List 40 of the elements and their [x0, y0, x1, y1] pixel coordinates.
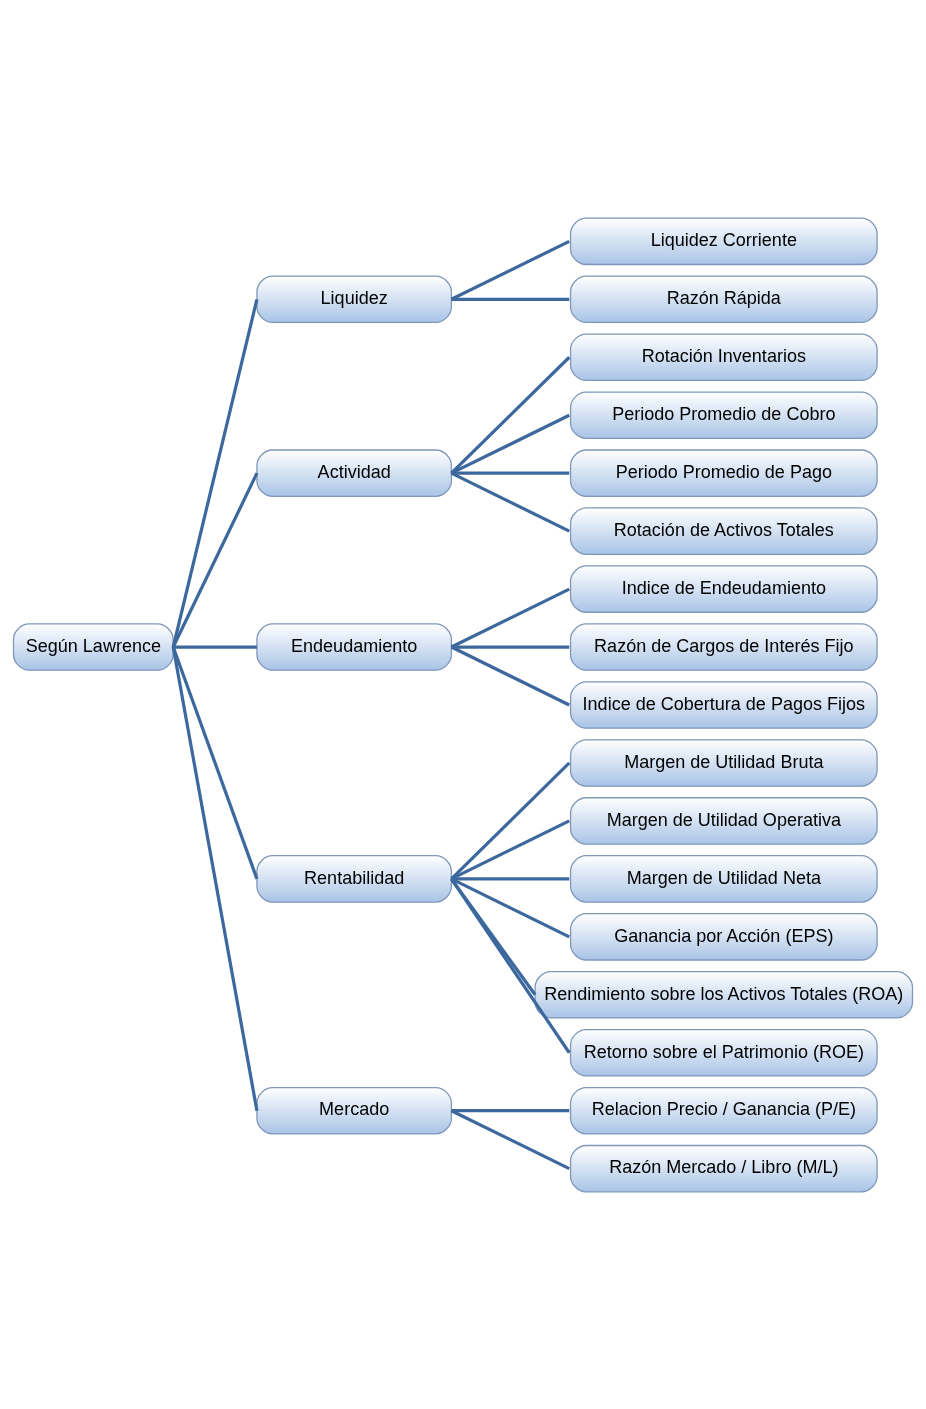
- connector: [450, 239, 570, 301]
- node-box: Retorno sobre el Patrimonio (ROE): [569, 1028, 878, 1077]
- connector: [450, 645, 570, 706]
- connector: [450, 355, 571, 474]
- node-box: Liquidez Corriente: [569, 217, 878, 265]
- node-box: Indice de Endeudamiento: [569, 564, 878, 613]
- connector: [450, 818, 570, 880]
- connector: [171, 646, 259, 1111]
- node-box: Ganancia por Acción (EPS): [569, 912, 878, 961]
- connector: [451, 1108, 570, 1112]
- connector: [450, 471, 570, 533]
- node-box: Periodo Promedio de Pago: [569, 448, 878, 497]
- node-box: Actividad: [256, 448, 453, 497]
- node-box: Indice de Cobertura de Pagos Fijos: [569, 680, 878, 729]
- node-box: Según Lawrence: [12, 622, 174, 671]
- connector: [171, 646, 259, 879]
- connector: [450, 413, 570, 475]
- node-box: Margen de Utilidad Operativa: [569, 796, 878, 845]
- connector: [450, 587, 570, 648]
- node-box: Razón Mercado / Libro (M/L): [569, 1144, 878, 1192]
- node-box: Razón Rápida: [569, 274, 878, 323]
- node-box: Margen de Utilidad Neta: [569, 854, 878, 903]
- node-box: Periodo Promedio de Cobro: [569, 390, 878, 439]
- connector: [450, 1108, 570, 1170]
- node-box: Rotación Inventarios: [569, 332, 878, 381]
- node-box: Rendimiento sobre los Activos Totales (ROA): [534, 970, 914, 1019]
- node-box: Margen de Utilidad Bruta: [569, 738, 878, 787]
- connector: [450, 877, 571, 1054]
- node-box: Liquidez: [256, 274, 453, 323]
- node-box: Endeudamiento: [256, 622, 453, 671]
- node-box: Mercado: [256, 1086, 453, 1135]
- connector: [171, 471, 259, 648]
- node-box: Rentabilidad: [256, 854, 453, 903]
- node-box: Razón de Cargos de Interés Fijo: [569, 622, 878, 671]
- connector: [173, 644, 257, 649]
- connector: [450, 761, 571, 880]
- node-box: Rotación de Activos Totales: [569, 506, 878, 555]
- node-box: Relacion Precio / Ganancia (P/E): [569, 1086, 878, 1135]
- connector: [451, 297, 570, 301]
- connector: [171, 298, 259, 647]
